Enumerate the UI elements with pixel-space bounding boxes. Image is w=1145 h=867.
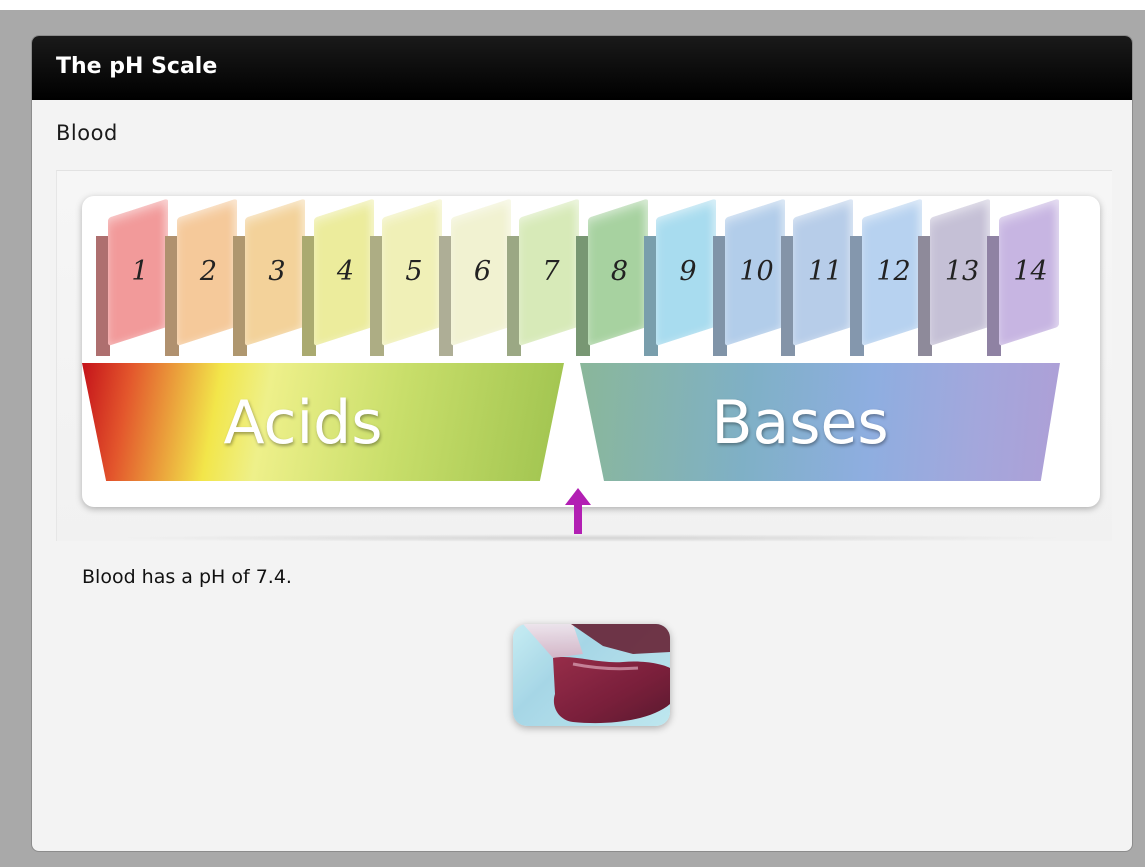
ph-block-side [644,236,658,356]
ph-block-side [233,236,247,356]
ph-indicator-arrow-icon [565,488,591,534]
ph-block-label: 11 [807,256,843,287]
ph-block-4: 4 [301,198,374,356]
ph-block-side [438,236,453,356]
ph-block-3: 3 [233,198,305,356]
ph-block-9: 9 [644,198,716,356]
ph-block-6: 6 [438,198,511,356]
bases-band: Bases [580,363,1060,481]
blood-photo [513,624,670,726]
ph-block-side [507,236,521,356]
ph-block-label: 3 [268,256,286,287]
ph-block-label: 14 [1013,256,1048,287]
ph-block-side [301,236,316,356]
ph-block-11: 11 [781,198,853,356]
ph-block-side [781,236,795,356]
ph-block-label: 5 [405,256,423,287]
ph-block-14: 14 [986,198,1059,356]
ph-block-label: 6 [473,256,492,287]
top-strip [0,0,1145,10]
ph-block-label: 12 [876,256,911,287]
ph-block-side [96,236,110,356]
acids-band: Acids [82,363,564,481]
ph-block-label: 4 [336,256,355,287]
ph-block-side [712,236,727,356]
ph-block-side [575,236,590,356]
ph-block-label: 8 [610,256,629,287]
ph-block-2: 2 [164,198,237,356]
ph-block-side [986,236,1001,356]
title-bar: The pH Scale [32,36,1132,100]
ph-block-10: 10 [712,198,785,356]
ph-block-label: 9 [679,256,697,287]
ph-block-side [918,236,932,356]
panel-reflection [112,534,1072,542]
ph-block-8: 8 [575,198,648,356]
description-text: Blood has a pH of 7.4. [82,566,292,588]
ph-block-label: 13 [944,256,980,287]
ph-block-label: 1 [131,256,149,287]
ph-block-label: 2 [199,256,218,287]
blood-glass-icon [513,624,670,726]
ph-block-label: 7 [542,256,560,287]
ph-block-13: 13 [918,198,990,356]
ph-block-label: 10 [739,256,774,287]
acids-label: Acids [223,388,383,458]
ph-block-side [164,236,179,356]
bases-label: Bases [711,388,889,458]
ph-block-12: 12 [849,198,922,356]
ph-block-5: 5 [370,198,442,356]
page-title: The pH Scale [56,54,218,79]
ph-block-side [849,236,864,356]
section-heading: Blood [56,121,118,145]
ph-block-1: 1 [96,198,168,356]
ph-block-7: 7 [507,198,579,356]
ph-block-side [370,236,384,356]
